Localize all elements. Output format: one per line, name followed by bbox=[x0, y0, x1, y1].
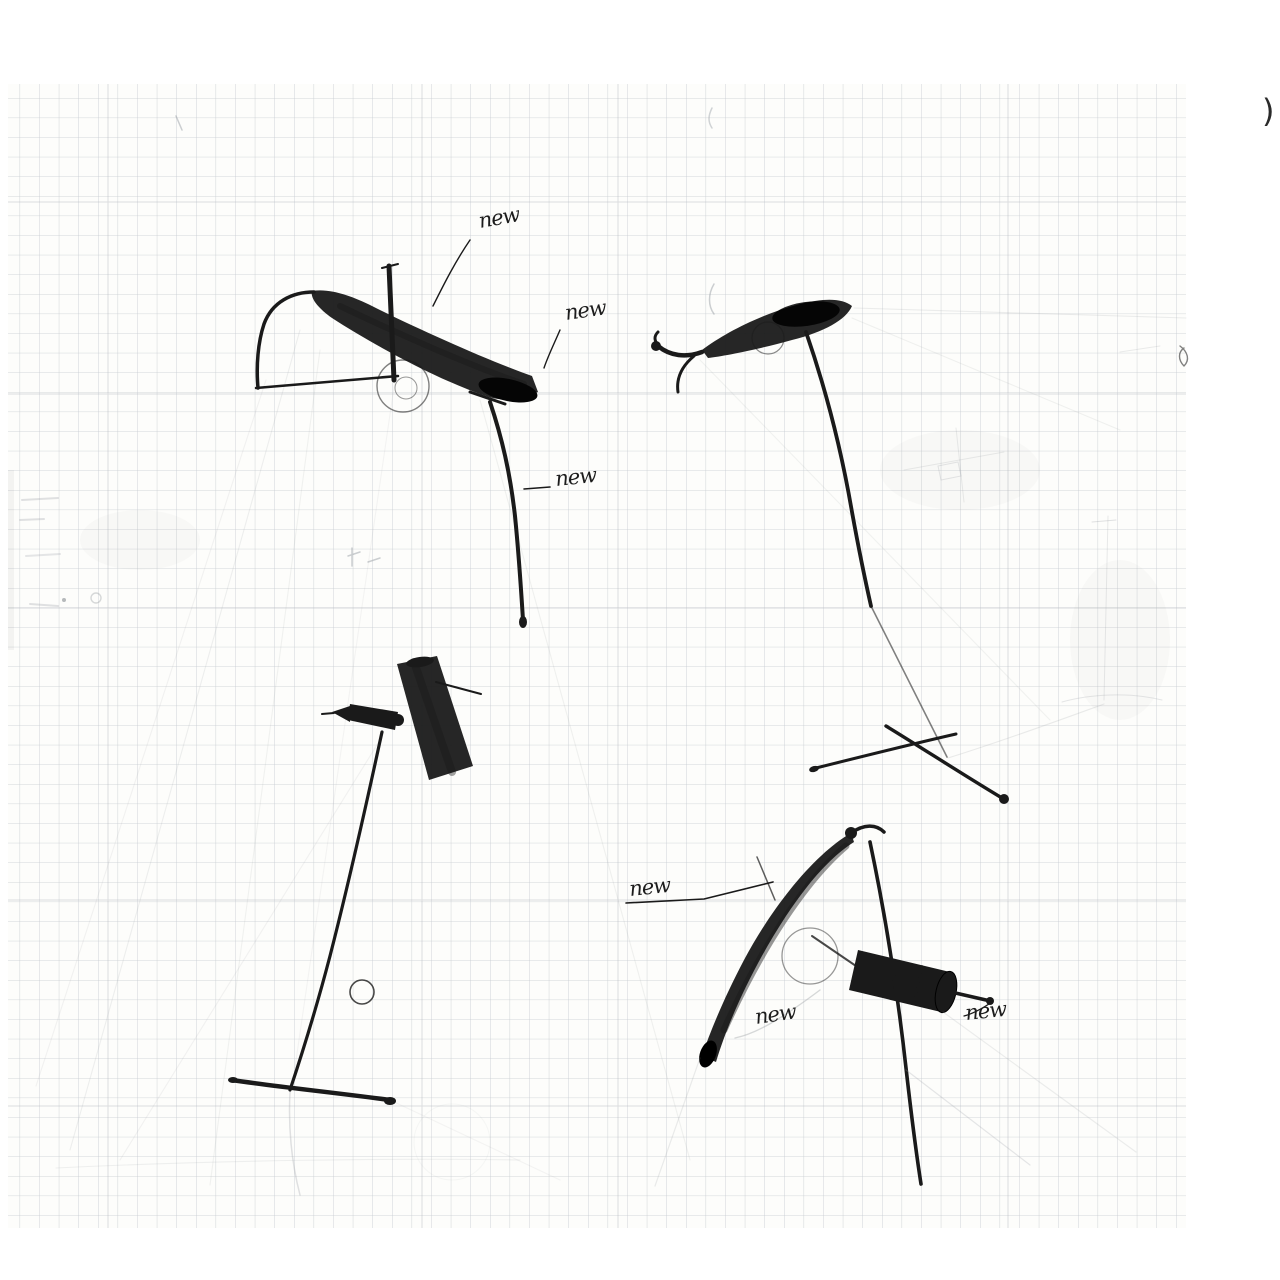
grid-lines bbox=[8, 84, 1186, 1228]
construction-lines bbox=[35, 307, 1187, 1186]
lamp-head bbox=[772, 301, 840, 327]
upper-right-faint-sketch bbox=[903, 427, 1005, 503]
lamp-sketch-top-left bbox=[254, 263, 538, 628]
base-cross-bar-b bbox=[884, 724, 1004, 800]
lamp-arm bbox=[255, 290, 316, 390]
lamp-arm bbox=[348, 704, 398, 730]
lamp-leg bbox=[288, 730, 384, 1092]
lamp-cylinder-head bbox=[849, 950, 950, 1012]
bulb-circle bbox=[751, 321, 785, 355]
lamp-short-leg bbox=[676, 354, 696, 394]
margin-scribbles bbox=[19, 107, 1189, 703]
grid-accent-lines bbox=[8, 84, 1186, 1228]
annotations: new new new new new new bbox=[432, 202, 1008, 1029]
edge-squiggle bbox=[1178, 345, 1189, 367]
annotation-top-left-head: new bbox=[543, 295, 608, 369]
shade-tip bbox=[699, 1040, 717, 1068]
lamp-spike bbox=[435, 681, 482, 695]
bulb-circle bbox=[376, 359, 430, 413]
annotation-bottom-right-cylinder: new bbox=[963, 997, 1008, 1025]
lamp-foot-bar bbox=[229, 1077, 393, 1103]
cylinder-knob bbox=[949, 990, 988, 1002]
leader-line bbox=[432, 239, 471, 307]
right-side-faint-structure bbox=[1061, 345, 1163, 703]
bulb-circle bbox=[781, 927, 839, 985]
annotation-note: new bbox=[753, 999, 798, 1029]
leader-line bbox=[963, 1001, 993, 1017]
lamp-blade-shade bbox=[702, 833, 854, 1062]
annotation-mid-left: new bbox=[523, 463, 598, 491]
lamp-head bbox=[478, 377, 538, 403]
lamp-shade bbox=[397, 656, 473, 780]
annotation-note: new bbox=[628, 873, 672, 901]
base-cross-bar-a bbox=[814, 732, 958, 770]
lamp-hook bbox=[655, 343, 705, 358]
paren-mark: ) bbox=[1262, 92, 1274, 130]
lamp-leg bbox=[804, 330, 873, 608]
lamp-leg bbox=[488, 400, 525, 622]
leader-line bbox=[543, 329, 561, 369]
lamp-hook bbox=[849, 824, 886, 835]
lamp-leg bbox=[868, 840, 923, 1186]
annotation-note: new bbox=[554, 463, 598, 491]
annotation-bottom-right-shade: new bbox=[625, 873, 774, 904]
paper-smudges bbox=[8, 470, 14, 650]
annotation-bottom-right-base: new bbox=[753, 999, 798, 1029]
lamp-sketch-top-right bbox=[651, 299, 1009, 804]
lamp-sketch-bottom-right bbox=[654, 824, 1137, 1187]
lamp-post bbox=[386, 263, 397, 383]
tick-marks bbox=[175, 115, 381, 567]
graph-paper bbox=[8, 84, 1186, 1228]
small-circle-detail bbox=[349, 979, 375, 1005]
leader-line bbox=[523, 486, 551, 490]
leader-line bbox=[625, 881, 774, 904]
annotation-note: new bbox=[964, 997, 1008, 1025]
lamp-joint bbox=[392, 714, 404, 726]
lamp-sketch-middle-left bbox=[228, 656, 482, 1196]
annotation-note: new bbox=[563, 295, 608, 325]
